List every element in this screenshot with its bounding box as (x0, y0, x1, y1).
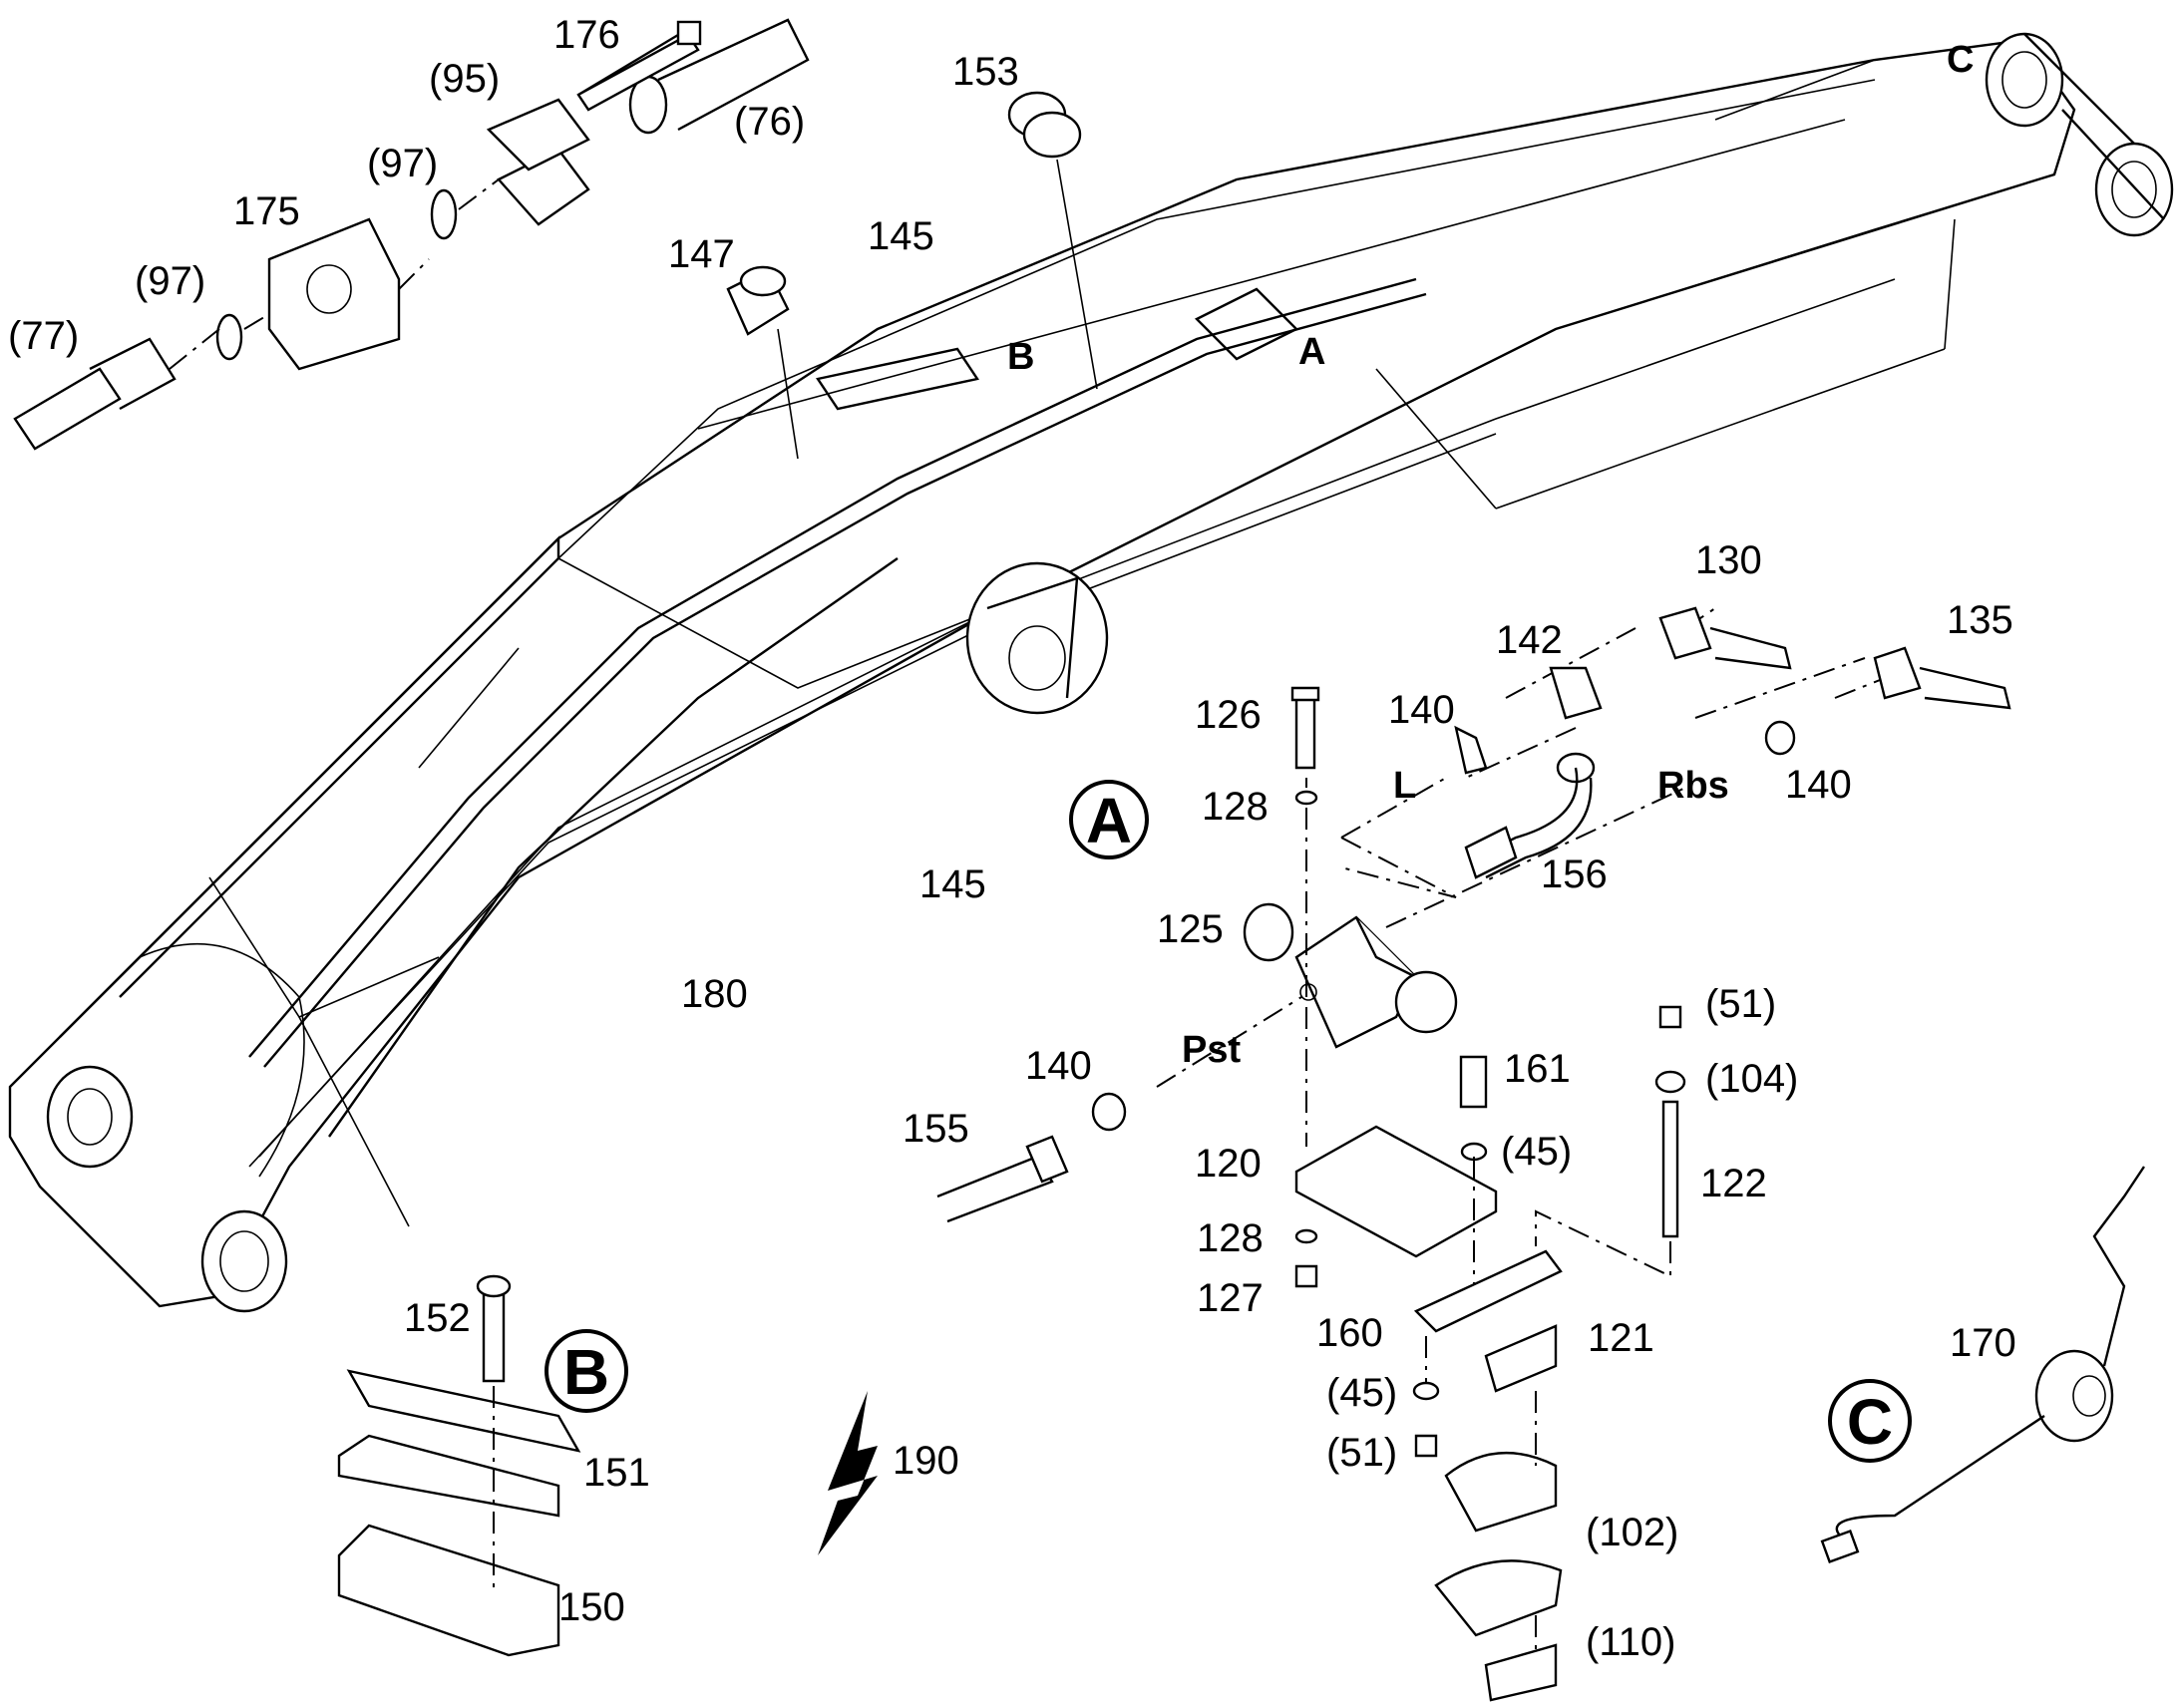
label-125: 125 (1157, 907, 1224, 951)
boom-location-C: C (1947, 39, 1974, 81)
callout-B-letter: B (563, 1336, 609, 1408)
sensor-detail-C (1820, 1166, 2145, 1564)
label-140a: 140 (1388, 688, 1455, 732)
label-110: (110) (1586, 1620, 1675, 1664)
label-170: 170 (1950, 1321, 2016, 1365)
callout-A-letter: A (1086, 785, 1132, 856)
label-190: 190 (893, 1439, 959, 1483)
boom-location-A: A (1298, 331, 1325, 373)
label-151: 151 (583, 1451, 650, 1495)
callout-B: B (545, 1329, 628, 1413)
label-95: (95) (429, 57, 500, 101)
label-126: 126 (1195, 693, 1262, 737)
label-150: 150 (558, 1585, 625, 1629)
label-120: 120 (1195, 1142, 1262, 1186)
lightning-symbol-190 (818, 1391, 878, 1555)
callout-C-letter: C (1847, 1386, 1893, 1458)
valve-detail-A (936, 606, 2011, 1223)
mounting-stack (1294, 1005, 1686, 1702)
label-77: (77) (8, 314, 79, 358)
label-140c: 140 (1025, 1044, 1092, 1088)
label-121: 121 (1588, 1316, 1654, 1360)
label-51a: (51) (1705, 982, 1776, 1026)
label-45b: (45) (1326, 1371, 1397, 1415)
label-128b: 128 (1197, 1216, 1264, 1260)
fitting-147 (726, 265, 799, 460)
boom-location-B: B (1007, 336, 1034, 378)
label-104: (104) (1705, 1057, 1798, 1101)
label-45a: (45) (1501, 1130, 1572, 1174)
label-161: 161 (1504, 1047, 1571, 1091)
callout-A: A (1069, 780, 1149, 859)
port-Pst: Pst (1182, 1029, 1241, 1071)
label-135: 135 (1947, 598, 2013, 642)
label-152: 152 (404, 1296, 471, 1340)
boom-structure (8, 32, 2174, 1313)
label-160: 160 (1316, 1311, 1383, 1355)
port-L: L (1393, 765, 1416, 807)
label-51b: (51) (1326, 1431, 1397, 1475)
label-145b: 145 (919, 862, 986, 906)
label-153: 153 (952, 50, 1019, 94)
label-176: 176 (553, 13, 620, 57)
label-156: 156 (1541, 853, 1608, 896)
label-130: 130 (1695, 538, 1762, 582)
label-102: (102) (1586, 1511, 1678, 1554)
label-97b: (97) (135, 259, 205, 303)
label-180: 180 (681, 972, 748, 1016)
label-140b: 140 (1785, 763, 1852, 807)
label-142: 142 (1496, 618, 1563, 662)
label-175: 175 (233, 189, 300, 233)
label-122: 122 (1700, 1162, 1767, 1205)
pipe-flange-assembly (13, 18, 810, 451)
label-128a: 128 (1202, 785, 1269, 829)
clamp-detail-B (337, 1274, 581, 1657)
label-127: 127 (1197, 1276, 1264, 1320)
callout-C: C (1828, 1379, 1912, 1463)
label-97a: (97) (367, 142, 438, 185)
label-145a: 145 (868, 214, 934, 258)
label-76: (76) (734, 100, 805, 144)
port-Rbs: Rbs (1657, 765, 1729, 807)
label-155: 155 (903, 1107, 969, 1151)
label-147: 147 (668, 232, 735, 276)
fitting-153 (1007, 91, 1098, 390)
